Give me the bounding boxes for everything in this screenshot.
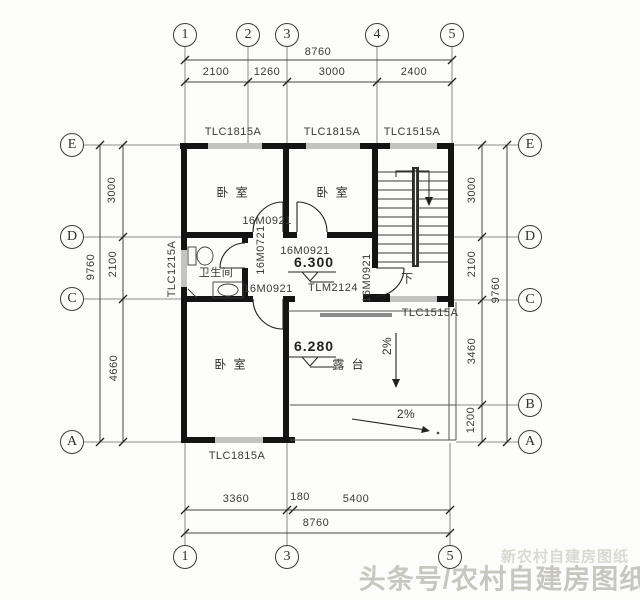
dim-bottom-seg-1: 3360 [222,493,250,505]
room-label-terrace: 露 台 [332,357,366,372]
window-label-top-2: TLC1815A [303,126,361,138]
basin-counter [212,281,244,299]
terrace-lines [288,302,457,441]
axis-bubble-1-top: 1 [173,23,197,47]
window-label-bottom: TLC1815A [208,450,266,462]
axis-bubble-B-right: B [518,393,542,417]
dim-left-seg-3: 4660 [108,354,120,382]
dim-bottom-seg-3: 5400 [342,493,370,505]
stair-door-arc [375,267,405,297]
door-swings [219,201,405,330]
door-label-stair: 16M0921 [361,253,373,303]
bedroom3-door-arc [252,298,284,330]
axis-bubble-1-bottom: 1 [173,545,197,569]
axis-bubble-5-top: 5 [440,23,464,47]
bathroom-fixtures [187,246,244,299]
axis-bubble-E-left: E [60,133,84,157]
axis-bubble-A-right: A [518,430,542,454]
axis-bubble-D-left: D [60,225,84,249]
dim-top-total: 8760 [304,46,332,58]
dim-right-seg-3: 3460 [466,337,478,365]
dimension-ticks [95,55,512,538]
dim-right-seg-2: 2100 [466,250,478,278]
slope-label-terrace: 2% [380,336,394,356]
door-label-bedroom1: 16M0921 [242,215,292,227]
walls [180,143,454,443]
bedroom2-door-arc [296,201,328,233]
axis-bubble-C-left: C [60,287,84,311]
axis-bubble-C-right: C [518,288,542,312]
window-label-top-3: TLC1515A [383,126,441,138]
elevation-terrace: 6.280 [293,338,335,354]
watermark-faint: 新农村自建房图纸 [500,548,630,566]
axis-bubble-4-top: 4 [365,23,389,47]
basin-bowl [217,283,239,297]
dim-left-seg-2: 2100 [107,250,119,278]
dim-top-seg-3: 3000 [318,66,346,78]
stair-direction [395,170,433,206]
elevation-symbols [288,271,336,368]
door-label-bedroom2: 16M0921 [280,245,330,257]
watermark-main: 头条号/农村自建房图纸 [358,564,640,595]
dim-top-seg-1: 2100 [202,66,230,78]
dim-right-seg-1: 3000 [466,176,478,204]
window-label-left: TLC1215A [166,240,178,298]
dim-right-total: 9760 [490,276,502,304]
axis-bubble-E-right: E [518,133,542,157]
floor-drain [187,288,198,299]
axis-bubble-3-bottom: 3 [275,545,299,569]
dim-right-seg-4: 1200 [465,406,477,434]
window-glazing [181,143,437,443]
room-label-bathroom: 卫生间 [198,267,234,279]
window-label-middle: TLC1515A [401,307,459,319]
dimension-lines [99,59,508,534]
dim-top-seg-4: 2400 [400,66,428,78]
axis-bubble-A-left: A [60,430,84,454]
axis-bubble-3-top: 3 [275,23,299,47]
door-label-bathroom: 16M0721 [255,225,267,275]
door-label-bedroom3: 16M0921 [243,283,293,295]
toilet-bowl [196,246,214,266]
slope-label-gutter: 2% [396,407,416,421]
gutter-dot [436,431,440,435]
room-label-bedroom3: 卧 室 [214,357,248,372]
axis-bubble-2-top: 2 [236,23,260,47]
room-label-bedroom1: 卧 室 [216,185,250,200]
stair-down-label: 下 [400,271,416,286]
dim-top-seg-2: 1260 [253,66,281,78]
dim-bottom-total: 8760 [302,517,330,529]
axis-bubble-5-bottom: 5 [438,545,462,569]
toilet-tank [187,246,197,266]
door-label-terrace: TLM2124 [308,282,358,294]
slope-arrows [351,333,430,433]
dim-bottom-seg-2: 180 [290,491,310,503]
bathroom-door-arc [219,242,246,269]
axis-bubble-D-right: D [518,225,542,249]
dim-left-total: 9760 [85,253,97,281]
window-label-top-1: TLC1815A [204,126,262,138]
bedroom1-door-arc [252,201,284,233]
dim-left-seg-1: 3000 [106,176,118,204]
room-label-bedroom2: 卧 室 [316,185,350,200]
elevation-hall: 6.300 [293,254,335,270]
sliding-door-leaf [320,313,392,317]
